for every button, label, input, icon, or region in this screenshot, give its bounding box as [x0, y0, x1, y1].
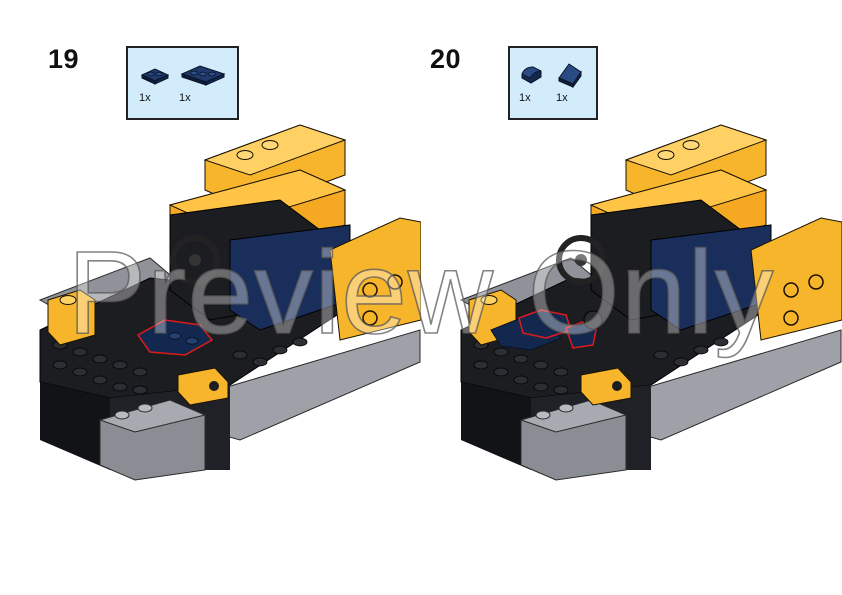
- plate-1x3-dark-blue-icon: [180, 65, 226, 86]
- model-render: [459, 124, 842, 481]
- step-number: 19: [48, 44, 80, 74]
- part-quantity: 1x: [139, 92, 151, 104]
- slope-1x1-dark-blue-icon: [558, 63, 582, 88]
- instruction-step-20: 20 1x 1x: [421, 0, 842, 595]
- model-render: [38, 124, 421, 481]
- curved-slope-1x1-dark-blue-icon: [521, 66, 542, 84]
- part-quantity: 1x: [519, 92, 531, 104]
- instruction-step-19: 19 1x 1x: [38, 44, 421, 481]
- parts-callout: 1x 1x: [126, 46, 239, 120]
- part-quantity: 1x: [556, 92, 568, 104]
- parts-callout: 1x 1x: [508, 46, 598, 120]
- part-quantity: 1x: [179, 92, 191, 104]
- plate-1x2-dark-blue-icon: [140, 68, 170, 85]
- step-number: 20: [430, 44, 462, 74]
